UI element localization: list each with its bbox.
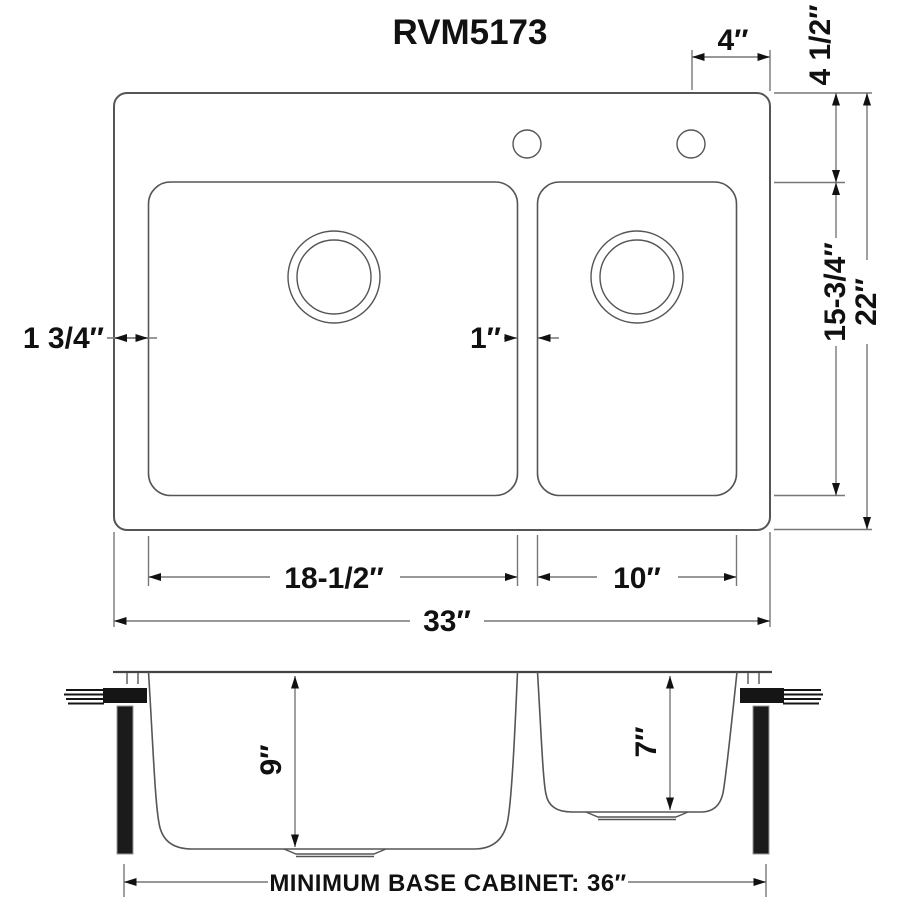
dim-label-right-bowl-depth: 7″ (630, 726, 663, 757)
right-drain-section (585, 811, 689, 821)
dim-overall-width: 33″ (114, 605, 770, 638)
dim-overall-depth: 22″ (850, 93, 883, 530)
dim-label-edge-to-bowl: 1 3/4″ (23, 322, 104, 355)
dim-deck-depth: 4 1/2″ (804, 4, 840, 183)
dim-label-faucet-offset: 4″ (717, 24, 748, 57)
drawing-title: RVM5173 (392, 13, 547, 52)
rim-ticks (126, 673, 760, 684)
dim-base-cabinet: MINIMUM BASE CABINET: 36″ (123, 864, 767, 897)
left-bowl-outline (147, 181, 519, 497)
left-cabinet-wall (116, 705, 134, 855)
left-drain-section (283, 848, 387, 858)
section-view: 9″ 7″ MINIMUM BASE CABINET: 36″ (64, 670, 823, 897)
right-cabinet-wall (752, 705, 770, 855)
dim-label-left-bowl-width: 18-1/2″ (284, 562, 383, 595)
dim-label-overall-width: 33″ (423, 605, 471, 638)
dim-faucet-offset: 4″ (691, 24, 771, 91)
right-mounting-clip (740, 688, 823, 705)
dim-left-bowl-width: 18-1/2″ (148, 562, 518, 595)
dim-left-bowl-depth: 9″ (255, 676, 299, 847)
dim-label-deck-depth: 4 1/2″ (804, 4, 837, 85)
dim-bowl-front-back: 15-3/4″ (819, 182, 852, 496)
left-bowl-section (147, 671, 519, 850)
faucet-hole-right (676, 129, 706, 159)
dim-right-bowl-width: 10″ (537, 562, 737, 595)
dim-label-right-bowl-width: 10″ (613, 562, 661, 595)
dim-label-base-cabinet: MINIMUM BASE CABINET: 36″ (269, 870, 626, 897)
dim-label-divider: 1″ (470, 322, 501, 355)
right-drain-inner (599, 239, 675, 315)
left-drain-outer (287, 230, 381, 324)
right-bowl-section (536, 671, 738, 813)
left-mounting-clip (64, 688, 147, 705)
right-drain-outer (590, 230, 684, 324)
dim-label-bowl-front-back: 15-3/4″ (819, 242, 852, 341)
dim-label-overall-depth: 22″ (850, 278, 883, 326)
left-drain-inner (296, 239, 372, 315)
dim-right-bowl-depth: 7″ (630, 676, 674, 810)
dim-label-left-bowl-depth: 9″ (255, 744, 288, 775)
dim-divider: 1″ (470, 322, 559, 355)
dim-edge-to-bowl: 1 3/4″ (23, 322, 157, 355)
sink-rim-outline (113, 92, 771, 531)
faucet-hole-left (512, 129, 542, 159)
right-bowl-outline (536, 181, 738, 497)
top-view: 4″ 4 1/2″ 15-3/4″ 22″ 1 3/4″ (23, 4, 883, 638)
